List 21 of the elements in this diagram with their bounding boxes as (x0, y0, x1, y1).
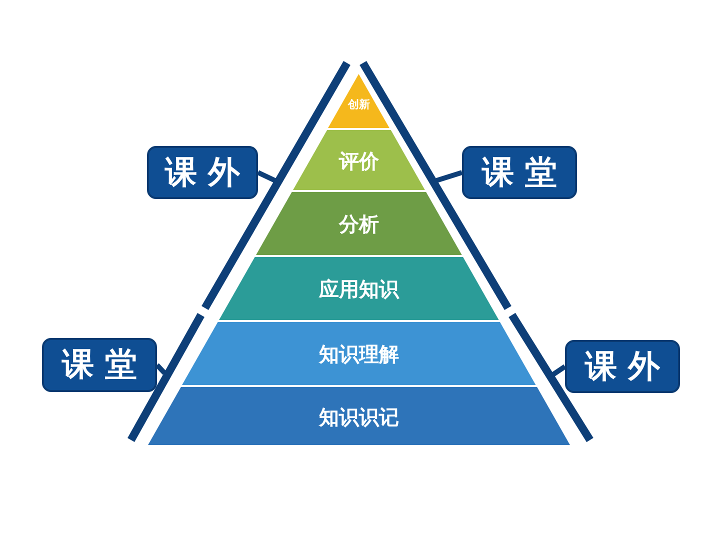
tier-label: 应用知识 (318, 276, 400, 304)
tier-label: 知识理解 (318, 341, 400, 368)
callout-box: 课 堂 (42, 338, 157, 392)
pyramid-tier (219, 257, 499, 320)
pyramid-tier (293, 130, 425, 190)
tier-label: 分析 (338, 211, 380, 238)
pyramid-tier (256, 192, 462, 255)
pyramid-tier (182, 322, 536, 385)
callout-box: 课 外 (147, 146, 258, 199)
pyramid-tier (328, 74, 390, 128)
tier-label: 创新 (346, 96, 371, 112)
tier-label: 知识识记 (318, 404, 400, 431)
callout-box: 课 外 (565, 340, 680, 393)
frame-bar (359, 59, 512, 312)
connector-line (155, 363, 166, 375)
connector-line (436, 170, 463, 183)
callout-box: 课 堂 (462, 146, 577, 199)
tier-label: 评价 (338, 148, 380, 175)
connector-line (552, 364, 566, 377)
connector-line (256, 170, 276, 183)
pyramid-tier (148, 387, 570, 445)
